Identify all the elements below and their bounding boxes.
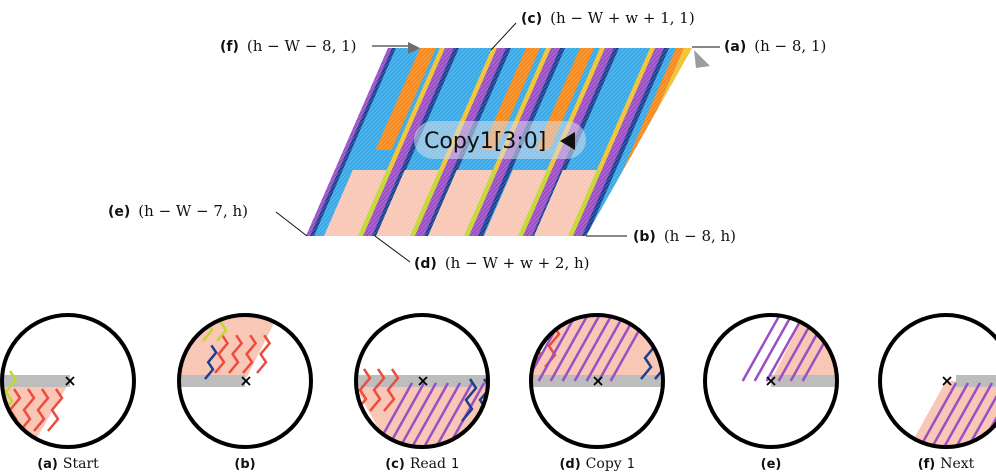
play-left-icon bbox=[560, 132, 575, 150]
path-stroke bbox=[927, 382, 970, 449]
path-stroke bbox=[573, 313, 617, 382]
corner-label-b: (b)(h − 8, h) bbox=[633, 227, 736, 245]
path-stroke bbox=[355, 368, 372, 412]
corner-label-e: (e)(h − W − 7, h) bbox=[108, 202, 248, 220]
arrow-corner-icon bbox=[694, 50, 710, 68]
path-stroke bbox=[951, 382, 994, 449]
arrow-right-icon bbox=[408, 42, 420, 54]
center-cross-icon bbox=[241, 376, 251, 386]
path-stroke bbox=[204, 344, 218, 380]
center-cross-icon bbox=[766, 376, 776, 386]
path-stroke bbox=[939, 382, 982, 449]
panel-circle bbox=[177, 313, 313, 449]
path-stroke bbox=[419, 382, 462, 449]
path-stroke bbox=[407, 382, 450, 449]
panel-circle bbox=[0, 313, 136, 449]
path-stroke bbox=[753, 313, 797, 382]
path-stroke bbox=[561, 313, 605, 382]
panel-circle bbox=[703, 313, 839, 449]
leader-lines bbox=[275, 22, 720, 263]
panel-caption-b: (b) bbox=[234, 457, 255, 472]
path-stroke bbox=[395, 382, 438, 449]
path-stroke bbox=[19, 388, 36, 432]
center-cross-icon bbox=[942, 376, 952, 386]
copy-label-name: Copy1 bbox=[424, 129, 494, 154]
path-stroke bbox=[256, 334, 272, 374]
copy-label-badge: Copy1[3:0] bbox=[414, 121, 586, 159]
path-stroke bbox=[461, 378, 478, 422]
path-stroke bbox=[369, 368, 386, 412]
panel-caption-a: (a)Start bbox=[37, 456, 99, 472]
path-stroke bbox=[242, 334, 258, 374]
panel-circle bbox=[354, 313, 490, 449]
path-stroke bbox=[1, 370, 18, 414]
path-stroke bbox=[216, 313, 232, 342]
panel-caption-e: (e) bbox=[761, 457, 782, 472]
panel-content bbox=[529, 313, 665, 387]
corner-label-a: (a)(h − 8, 1) bbox=[724, 37, 826, 55]
copy-label-bracket: [3:0] bbox=[494, 129, 547, 154]
corner-label-c: (c)(h − W + w + 1, 1) bbox=[521, 9, 695, 27]
corner-label-d: (d)(h − W + w + 2, h) bbox=[414, 254, 590, 272]
path-stroke bbox=[383, 368, 400, 412]
panel-circle bbox=[878, 313, 996, 449]
path-stroke bbox=[214, 334, 230, 374]
panel-circle bbox=[529, 313, 665, 449]
center-cross-icon bbox=[65, 376, 75, 386]
corner-label-f: (f)(h − W − 8, 1) bbox=[220, 37, 357, 55]
svg-text:Copy1[3:0]: Copy1[3:0] bbox=[424, 129, 546, 154]
path-stroke bbox=[431, 382, 474, 449]
panel-caption-f: (f)Next bbox=[918, 456, 975, 472]
path-stroke bbox=[741, 313, 785, 382]
path-stroke bbox=[228, 334, 244, 374]
panel-content bbox=[741, 313, 839, 387]
center-cross-icon bbox=[593, 376, 603, 386]
path-stroke bbox=[33, 388, 50, 432]
path-stroke bbox=[47, 388, 64, 432]
path-stroke bbox=[549, 313, 593, 382]
center-cross-icon bbox=[418, 376, 428, 386]
